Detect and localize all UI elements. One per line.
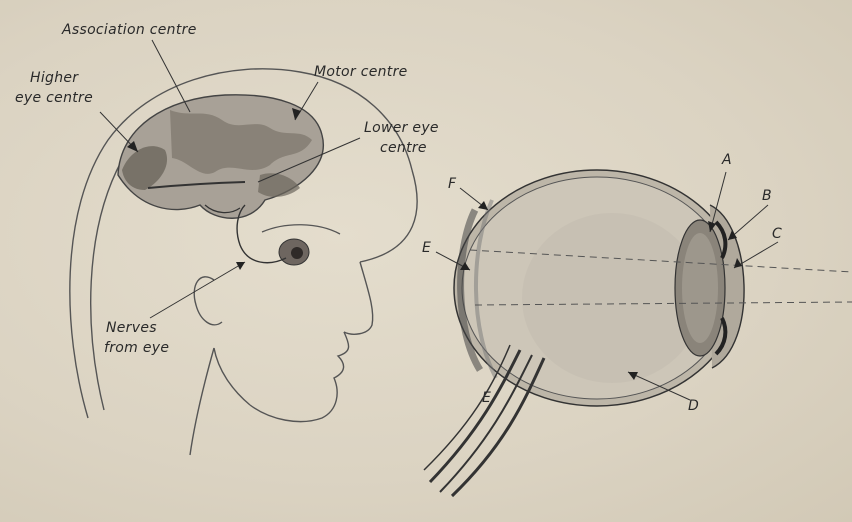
letter-a: A [722, 152, 732, 168]
letter-b: B [762, 188, 772, 204]
brain [118, 95, 323, 218]
letter-e-lower: E [482, 390, 491, 406]
letter-c: C [772, 226, 782, 242]
label-nerves-from-eye-2: from eye [104, 340, 169, 356]
face-eye [262, 225, 340, 265]
letter-f: F [448, 176, 456, 192]
label-association-centre: Association centre [62, 22, 197, 38]
letter-d: D [688, 398, 699, 414]
label-motor-centre: Motor centre [314, 64, 408, 80]
label-higher-eye-centre-2: eye centre [15, 90, 93, 106]
label-lower-eye-centre-2: centre [380, 140, 427, 156]
label-nerves-from-eye-1: Nerves [106, 320, 157, 336]
label-higher-eye-centre-1: Higher [30, 70, 78, 86]
eyeball-nerve [424, 345, 544, 496]
letter-e-upper: E [422, 240, 431, 256]
label-lower-eye-centre-1: Lower eye [364, 120, 439, 136]
